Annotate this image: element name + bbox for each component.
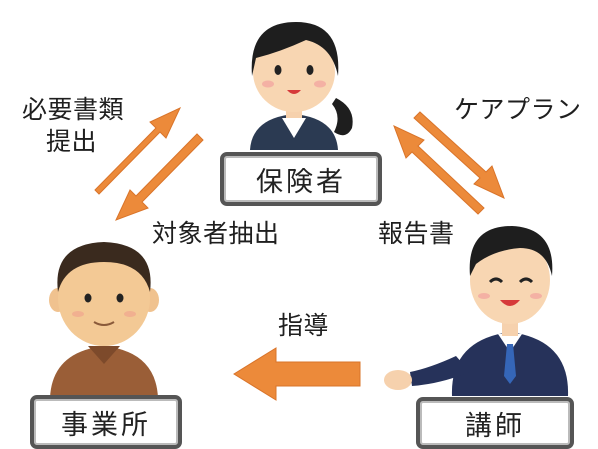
businessman-icon: [384, 226, 569, 396]
report-label: 報告書: [378, 219, 455, 248]
care-plan-label: ケアプラン: [454, 95, 582, 124]
office-box: 事業所: [30, 395, 182, 449]
arrow-care-plan: [413, 111, 505, 199]
arrow-target-extraction: [115, 133, 204, 221]
woman-staff-icon: [250, 22, 353, 150]
office-label: 事業所: [61, 409, 151, 441]
instructor-box: 講師: [416, 397, 574, 449]
arrow-guidance: [233, 347, 361, 401]
elderly-man-icon: [49, 242, 159, 398]
documents-label-line2: 提出: [46, 127, 98, 156]
insurer-label: 保険者: [256, 166, 346, 198]
guidance-label: 指導: [278, 311, 330, 340]
documents-label-line1: 必要書類: [22, 95, 125, 124]
arrow-documents-submission: [94, 106, 182, 195]
insurer-box: 保険者: [220, 152, 382, 206]
instructor-label: 講師: [465, 410, 525, 442]
arrow-report: [393, 125, 485, 215]
target-extraction-label: 対象者抽出: [152, 219, 280, 248]
